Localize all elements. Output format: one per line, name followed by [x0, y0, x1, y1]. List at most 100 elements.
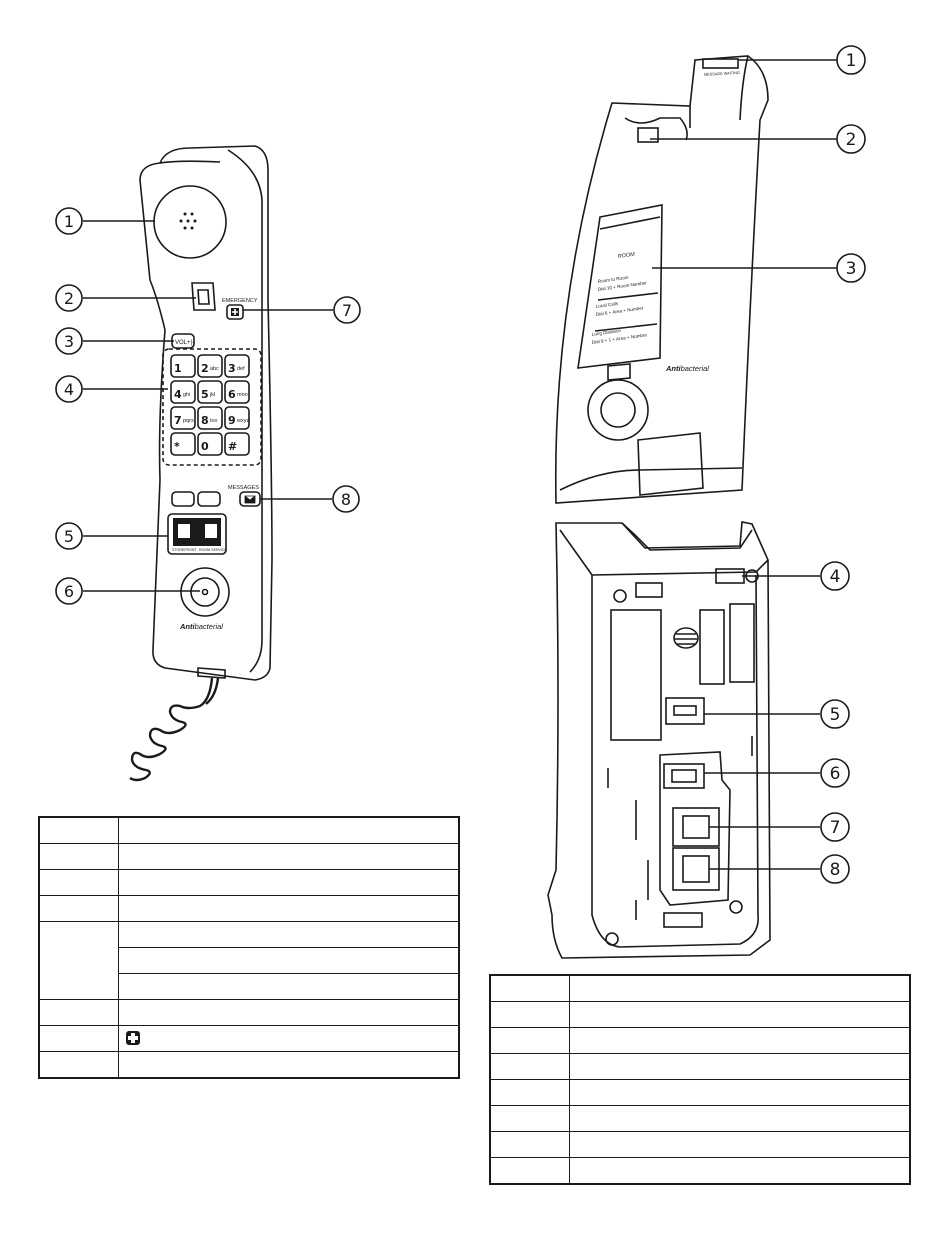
table-row [38, 869, 460, 896]
cord-channel [659, 751, 731, 906]
table-cell [569, 1131, 911, 1158]
table-cell [569, 1105, 911, 1132]
table-cell [489, 1053, 570, 1080]
table-cell [38, 895, 119, 922]
table-cell [38, 869, 119, 896]
emergency-cross-icon [126, 1031, 140, 1046]
table-cell [118, 1051, 460, 1079]
back-slot-bottom [663, 912, 703, 928]
local-calls-dial: Dial 6 + Area + Number [595, 305, 644, 317]
vol-label: VOL+|- [175, 340, 194, 346]
card-tab [607, 363, 631, 381]
callout-back-7-number: 7 [830, 818, 841, 838]
table-row [489, 1027, 911, 1054]
microphone-inner [190, 577, 220, 607]
cord-plug [197, 667, 226, 679]
front-parts-table [38, 816, 460, 1079]
coiled-cord [129, 677, 214, 782]
callout-front-8 [332, 485, 360, 513]
callout-side-1-number: 1 [846, 51, 857, 71]
callout-back-8 [820, 854, 850, 884]
message-waiting-label: MESSAGE WAITING [704, 71, 740, 77]
room-label: ROOM [617, 252, 635, 260]
table-cell [118, 921, 460, 948]
callout-side-1 [836, 45, 866, 75]
emergency-label: EMERGENCY [222, 298, 258, 304]
table-row [38, 1025, 460, 1052]
back-callout-numbers: 4 5 6 7 8 [830, 567, 841, 880]
handset-side-body [554, 55, 769, 504]
callout-front-3-number: 3 [64, 332, 74, 351]
side-cord-recess [637, 432, 704, 496]
key-9-digit: 9 [228, 414, 236, 427]
screw-bottom-left [605, 932, 619, 946]
callout-side-3 [836, 253, 866, 283]
callout-back-4 [820, 561, 850, 591]
table-row [39, 947, 460, 974]
callout-back-4-number: 4 [830, 567, 841, 587]
back-parts-table [489, 974, 911, 1185]
key-#-digit: # [228, 440, 237, 453]
earpiece-holes [179, 212, 197, 230]
callout-side-2 [836, 124, 866, 154]
callout-back-6 [820, 758, 850, 788]
table-cell [489, 1105, 570, 1132]
callout-front-1-number: 1 [64, 212, 74, 231]
table-cell [38, 999, 119, 1026]
table-cell [489, 1131, 570, 1158]
key-2-digit: 2 [201, 362, 209, 375]
table-cell [118, 843, 460, 870]
key-4-letters: ghi [183, 392, 190, 398]
callout-front-6-number: 6 [64, 582, 74, 601]
key-1-digit: 1 [174, 362, 182, 375]
handset-side-labels: MESSAGE WAITING ROOM Room to Room Dial 1… [591, 71, 740, 373]
front-callouts [55, 207, 361, 605]
table-cell [489, 1001, 570, 1028]
room-service-icon [205, 524, 217, 538]
key-0-digit: 0 [201, 440, 209, 453]
side-callout-numbers: 1 2 3 [846, 51, 857, 279]
callout-back-8-number: 8 [830, 860, 841, 880]
table-cell [118, 973, 460, 1000]
table-cell [569, 1027, 911, 1054]
callout-back-5 [820, 699, 850, 729]
table-row [38, 1051, 460, 1079]
table-cell [38, 816, 119, 844]
table-row [38, 816, 460, 844]
message-waiting-lens [702, 58, 739, 69]
storefront-label: STOREFRONT [172, 548, 197, 552]
table-row [38, 895, 460, 922]
callout-front-5 [55, 522, 83, 550]
table-cell-merged [38, 921, 119, 1000]
callout-front-6 [55, 577, 83, 605]
side-callouts [650, 45, 866, 283]
callout-back-6-number: 6 [830, 764, 841, 784]
back-callouts [704, 561, 850, 884]
handset-back-view [547, 521, 771, 959]
storefront-icon [178, 524, 190, 538]
table-cell [569, 974, 911, 1002]
keypad-keys [170, 354, 250, 456]
key-8-letters: tuv [210, 418, 218, 424]
table-row [489, 1079, 911, 1106]
callout-back-7 [820, 812, 850, 842]
panel-center [699, 609, 725, 685]
key-8-digit: 8 [201, 414, 209, 427]
table-row [39, 973, 460, 1000]
service-panel [167, 513, 227, 555]
handset-body [139, 145, 273, 681]
table-row [489, 1131, 911, 1158]
table-cell [569, 1079, 911, 1106]
key-5-digit: 5 [201, 388, 209, 401]
envelope-icon [244, 495, 256, 504]
table-cell [38, 843, 119, 870]
handset-front-labels: EMERGENCY VOL+|- MESSAGES STOREFRONT ROO… [172, 298, 259, 631]
callout-front-1 [55, 207, 83, 235]
callout-back-5-number: 5 [830, 705, 841, 725]
table-row [38, 999, 460, 1026]
room-service-label: ROOM SERVICE [199, 548, 227, 552]
microphone-outer [180, 567, 230, 617]
long-distance-label: Long Distance [591, 328, 621, 337]
side-brand-label: Antibacterial [665, 364, 709, 373]
